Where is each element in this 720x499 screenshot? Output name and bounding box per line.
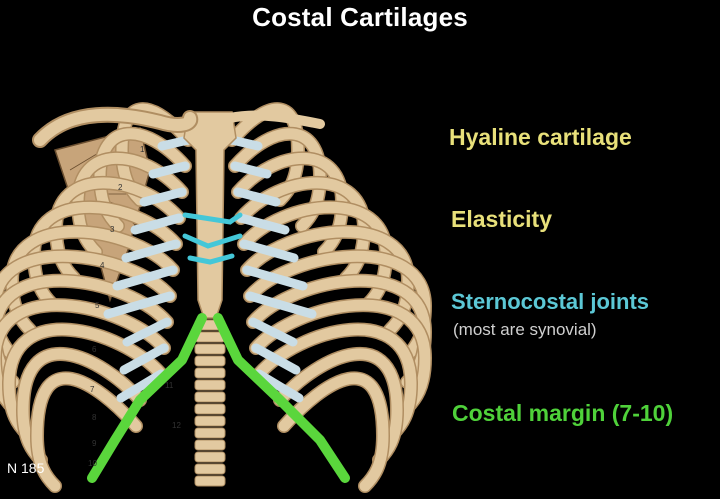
vertebra — [194, 463, 226, 475]
costal-cartilage — [103, 291, 175, 319]
rib — [17, 348, 146, 466]
rib — [3, 324, 167, 440]
costal-margin-left — [87, 313, 207, 483]
label-sternocostal-note: (most are synovial) — [453, 320, 597, 339]
costal-cartilage — [254, 369, 304, 403]
clavicle-right — [225, 110, 325, 129]
figure-reference: N 185 — [7, 460, 45, 476]
vertebra — [194, 355, 226, 367]
vertebra — [194, 391, 226, 403]
rib — [0, 299, 170, 414]
costal-cartilage — [119, 343, 169, 375]
costal-cartilage — [245, 291, 317, 319]
costal-cartilage — [242, 265, 308, 291]
costal-cartilage — [139, 187, 187, 207]
vertebra — [194, 367, 226, 379]
vertebra — [194, 475, 226, 487]
vertebra — [194, 343, 226, 355]
sternocostal-joints — [182, 212, 243, 265]
rib-number-label: 2 — [118, 183, 123, 192]
rib-number-label: 7 — [90, 385, 95, 394]
rib — [250, 299, 431, 414]
label-costal-margin: Costal margin (7-10) — [452, 400, 674, 426]
vertebra — [194, 439, 226, 451]
rib-number-label: 3 — [110, 225, 115, 234]
costal-cartilage — [122, 317, 172, 347]
vertebra — [194, 403, 226, 415]
vertebra — [194, 427, 226, 439]
rib-number-label: 11 — [165, 381, 174, 390]
costal-cartilages — [103, 135, 317, 403]
rib — [274, 348, 403, 466]
costal-cartilage — [233, 187, 281, 207]
label-elasticity: Elasticity — [451, 206, 552, 232]
costal-cartilage — [116, 369, 166, 403]
costal-cartilage — [112, 265, 178, 291]
costal-cartilage — [121, 239, 181, 263]
costal-cartilage — [230, 161, 272, 179]
vertebra — [194, 451, 226, 463]
rib-number-label: 9 — [92, 439, 97, 448]
costal-cartilage — [236, 213, 290, 235]
rib-number-label: 12 — [172, 421, 181, 430]
costal-margin-right — [213, 313, 350, 483]
label-sternocostal-joints: Sternocostal joints — [451, 289, 650, 314]
slide-title: Costal Cartilages — [252, 2, 468, 32]
rib-number-label: 4 — [100, 261, 105, 270]
costal-cartilage — [148, 161, 190, 179]
rib-number-label: 8 — [92, 413, 97, 422]
rib — [50, 177, 185, 284]
costal-cartilage — [251, 343, 301, 375]
costal-cartilage — [157, 135, 193, 151]
costal-cartilage — [227, 135, 263, 151]
sternocostal-joint-highlight — [182, 212, 243, 265]
rib-number-label: 6 — [92, 345, 97, 354]
rib-number-label: 5 — [95, 301, 100, 310]
costal-cartilage — [239, 239, 299, 263]
vertebra — [194, 415, 226, 427]
rib-number-label: 10 — [88, 459, 97, 468]
costal-cartilage — [130, 213, 184, 235]
rib — [278, 372, 389, 492]
rib — [31, 372, 142, 492]
vertebra — [194, 379, 226, 391]
rib-number-label: 1 — [140, 145, 145, 154]
clavicle — [32, 106, 325, 148]
clavicle — [34, 108, 197, 146]
costal-cartilage — [248, 317, 298, 347]
label-hyaline-cartilage: Hyaline cartilage — [449, 124, 632, 150]
vertebral-column — [194, 319, 226, 487]
costal-margin-highlight — [87, 313, 350, 483]
rib — [235, 177, 370, 284]
rib — [253, 324, 417, 440]
